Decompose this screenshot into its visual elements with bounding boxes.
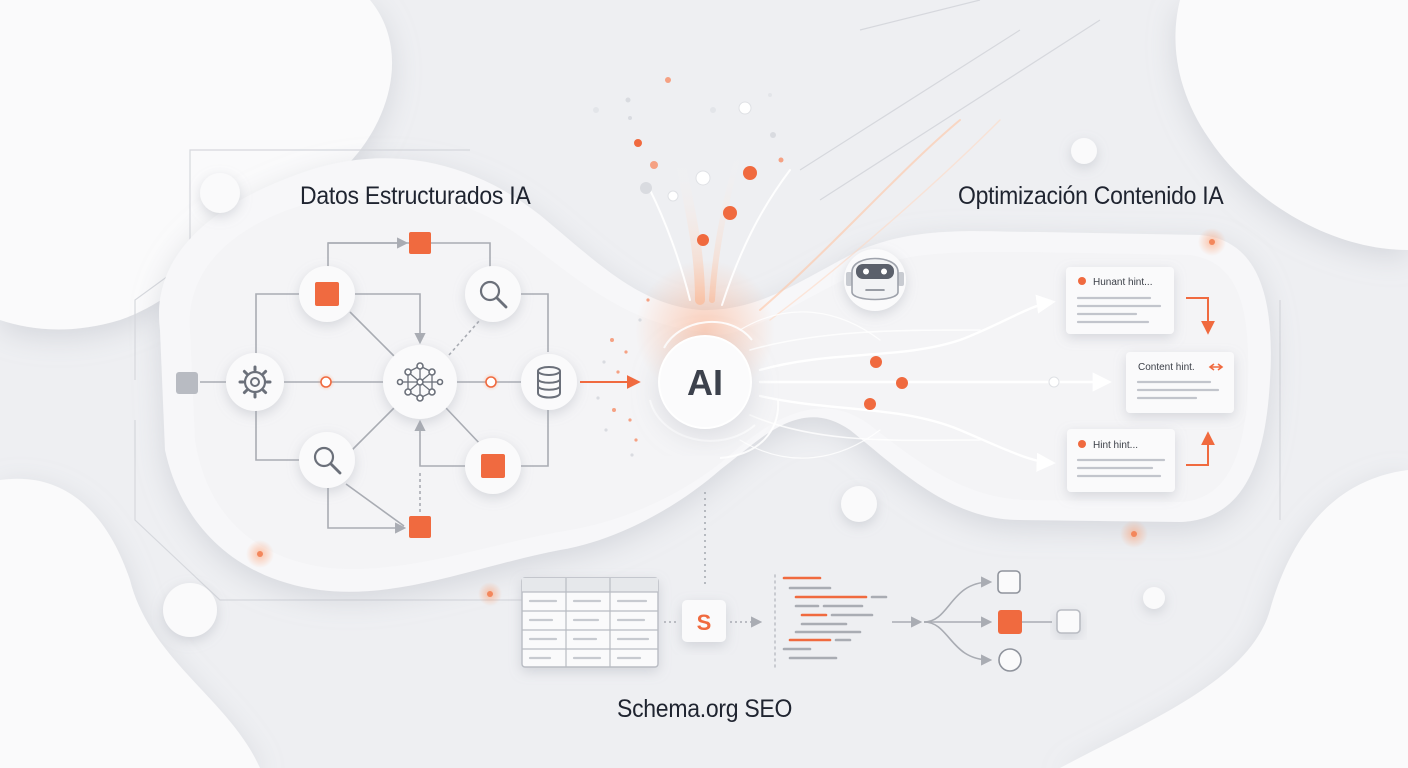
content-card-label: Content hint.	[1138, 362, 1195, 373]
connector-dots	[317, 373, 500, 391]
card-flow-arrows	[1186, 297, 1215, 466]
ai-hub-label: AI	[687, 362, 723, 403]
neural-network-icon	[383, 345, 457, 419]
branch-nodes	[997, 570, 1081, 672]
left-section-title: Datos Estructurados IA	[300, 182, 531, 210]
branch-connectors	[892, 576, 1052, 666]
particles	[593, 77, 784, 457]
robot-icon	[844, 249, 906, 311]
bottom-section-title: Schema.org SEO	[617, 695, 793, 723]
table-icon	[521, 577, 659, 668]
database-icon	[521, 354, 577, 410]
hub-swirls	[649, 320, 780, 459]
content-card-label: Hint hint...	[1093, 440, 1138, 451]
flow-dots	[864, 356, 1060, 410]
decor-circles	[163, 138, 1165, 637]
network-squares	[176, 232, 431, 538]
schema-badge-label: S	[697, 610, 712, 635]
right-section-title: Optimización Contenido IA	[958, 182, 1224, 210]
node-orange-top	[299, 266, 355, 322]
content-card: Content hint.	[1126, 352, 1234, 413]
code-lines	[774, 574, 888, 669]
gear-icon	[226, 353, 284, 411]
schema-badge: S	[682, 600, 726, 642]
content-card: Hunant hint...	[1066, 267, 1174, 334]
search-icon	[299, 432, 355, 488]
node-orange-bottom	[465, 438, 521, 494]
content-card: Hint hint...	[1067, 429, 1175, 492]
ai-hub: AI	[658, 335, 752, 429]
light-beams	[649, 119, 1001, 321]
content-card-label: Hunant hint...	[1093, 277, 1152, 288]
search-icon	[465, 266, 521, 322]
